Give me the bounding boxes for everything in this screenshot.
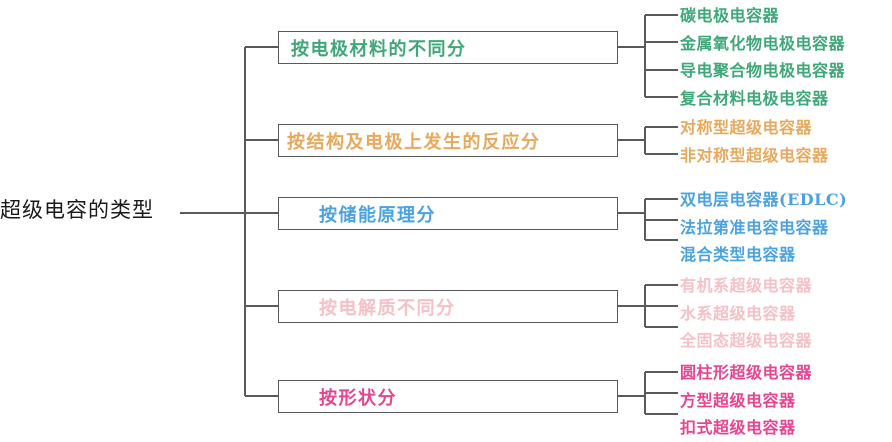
- leaf-item: 对称型超级电容器: [680, 118, 813, 137]
- leaf-item: 混合类型电容器: [680, 245, 796, 264]
- branch-box-label: 按电极材料的不同分: [291, 38, 467, 60]
- branch-box-shape[interactable]: 按形状分: [278, 380, 618, 413]
- leaf-item: 方型超级电容器: [680, 390, 796, 410]
- branch-box-label: 按电解质不同分: [319, 297, 456, 319]
- mind-map-diagram: 超级电容的类型 按电极材料的不同分 碳电极电容器 金属氧化物电极电容器 导电聚合…: [0, 2, 847, 437]
- leaf-group-electrolyte: 有机系超级电容器 水系超级电容器 全固态超级电容器: [680, 272, 812, 355]
- leaf-item: 有机系超级电容器: [680, 276, 813, 295]
- leaf-item: 扣式超级电容器: [680, 418, 796, 437]
- branch-box-electrode-material[interactable]: 按电极材料的不同分: [278, 31, 618, 64]
- root-node-label: 超级电容的类型: [0, 198, 154, 222]
- branch-box-storage-principle[interactable]: 按储能原理分: [278, 197, 618, 230]
- branch-box-structure-reaction[interactable]: 按结构及电极上发生的反应分: [278, 124, 618, 157]
- leaf-group-electrode-material: 碳电极电容器 金属氧化物电极电容器 导电聚合物电极电容器 复合材料电极电容器: [680, 2, 845, 112]
- leaf-item: 碳电极电容器: [680, 6, 780, 25]
- leaf-group-structure-reaction: 对称型超级电容器 非对称型超级电容器: [680, 114, 829, 169]
- branch-box-label: 按结构及电极上发生的反应分: [287, 131, 541, 153]
- leaf-item: 全固态超级电容器: [680, 331, 813, 350]
- leaf-item: 导电聚合物电极电容器: [680, 61, 846, 80]
- leaf-item: 复合材料电极电容器: [680, 88, 829, 108]
- branch-box-label: 按形状分: [319, 387, 397, 409]
- branch-box-electrolyte[interactable]: 按电解质不同分: [278, 290, 618, 323]
- leaf-item: 非对称型超级电容器: [680, 145, 829, 165]
- leaf-item: 水系超级电容器: [680, 303, 796, 323]
- leaf-group-storage-principle: 双电层电容器(EDLC) 法拉第准电容电容器 混合类型电容器: [680, 186, 847, 269]
- leaf-item: 法拉第准电容电容器: [680, 217, 829, 237]
- leaf-item: 圆柱形超级电容器: [680, 363, 813, 382]
- leaf-group-shape: 圆柱形超级电容器 方型超级电容器 扣式超级电容器: [680, 359, 812, 442]
- leaf-item: 金属氧化物电极电容器: [680, 33, 846, 53]
- leaf-item: 双电层电容器(EDLC): [680, 190, 848, 209]
- branch-box-label: 按储能原理分: [319, 204, 436, 226]
